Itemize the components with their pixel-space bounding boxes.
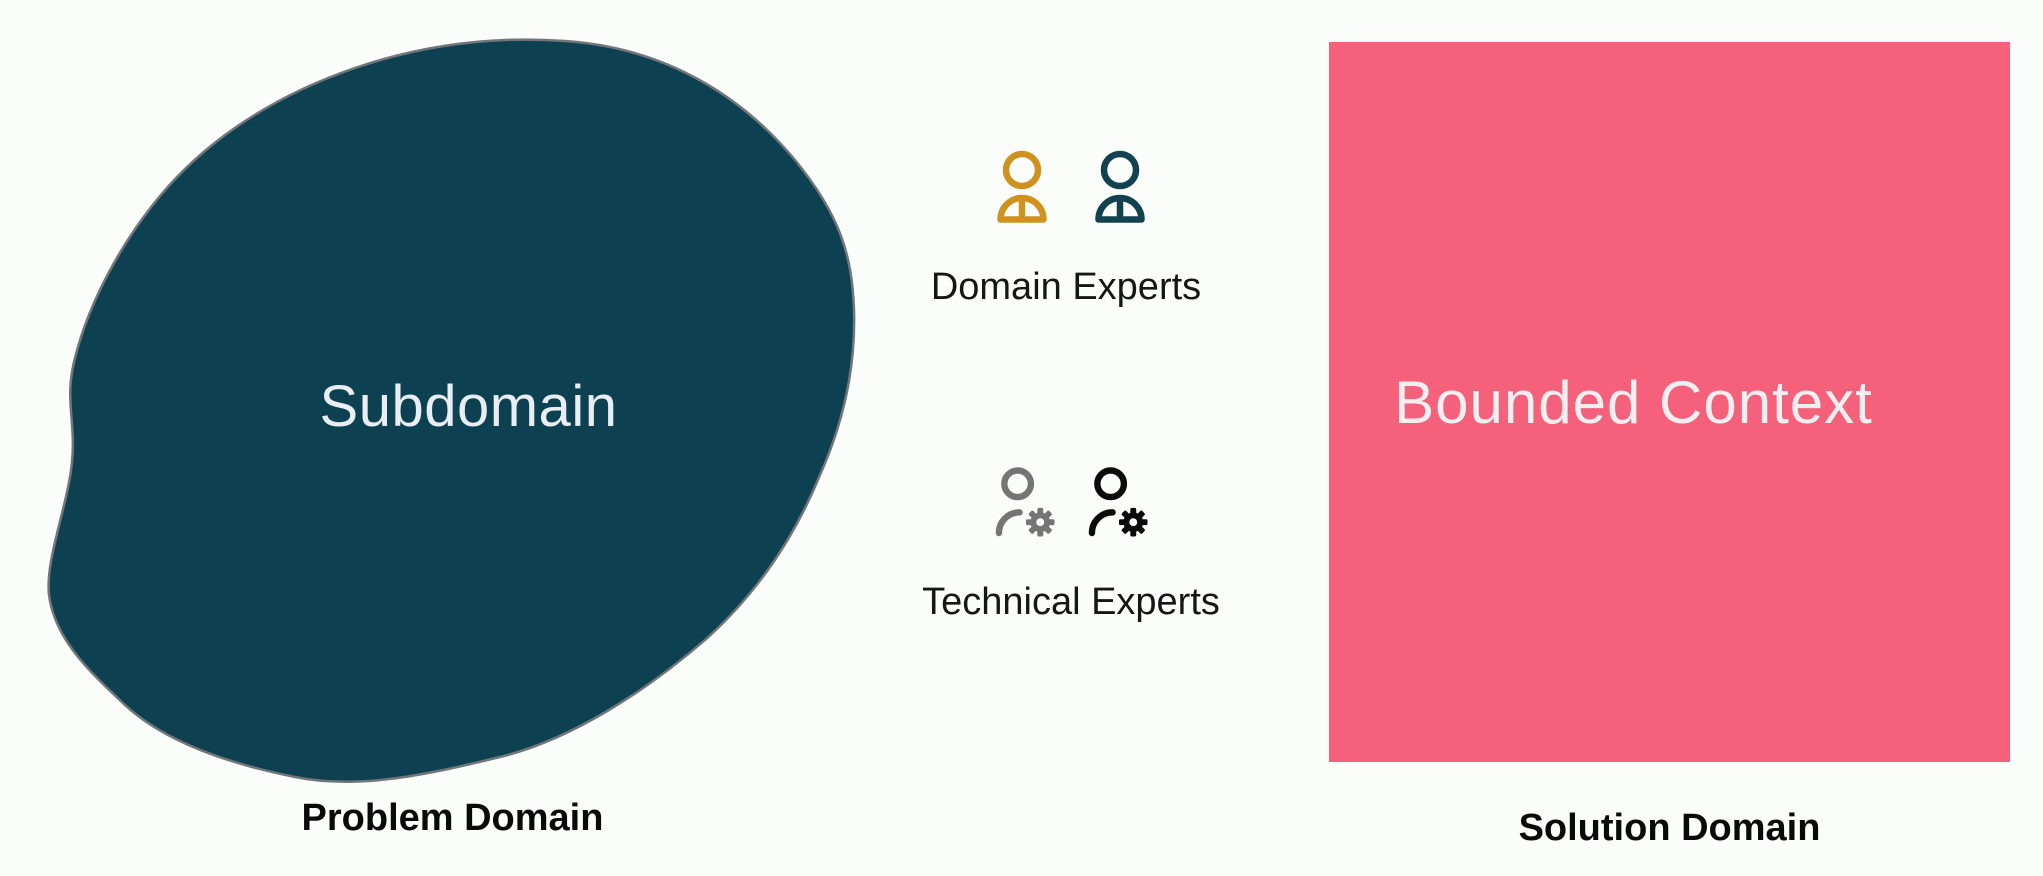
- bounded-context-label: Bounded Context: [1394, 368, 1873, 436]
- person-icon: [997, 150, 1047, 223]
- problem-domain-caption: Problem Domain: [301, 797, 604, 839]
- person-gear-icon: [995, 467, 1055, 537]
- person-icon: [1095, 150, 1145, 223]
- solution-domain-caption: Solution Domain: [1518, 807, 1821, 849]
- domain-experts-label: Domain Experts: [930, 266, 1202, 308]
- technical-experts-label: Technical Experts: [922, 581, 1220, 623]
- gear-icon: [1025, 507, 1055, 537]
- blob-path: [47, 38, 856, 783]
- blob-shape-icon: [47, 38, 856, 783]
- gear-icon: [1118, 507, 1148, 537]
- person-gear-icon: [1088, 467, 1148, 537]
- bounded-context-box: Bounded Context: [1329, 42, 2010, 762]
- subdomain-blob: Subdomain: [30, 25, 875, 800]
- subdomain-label: Subdomain: [319, 374, 618, 439]
